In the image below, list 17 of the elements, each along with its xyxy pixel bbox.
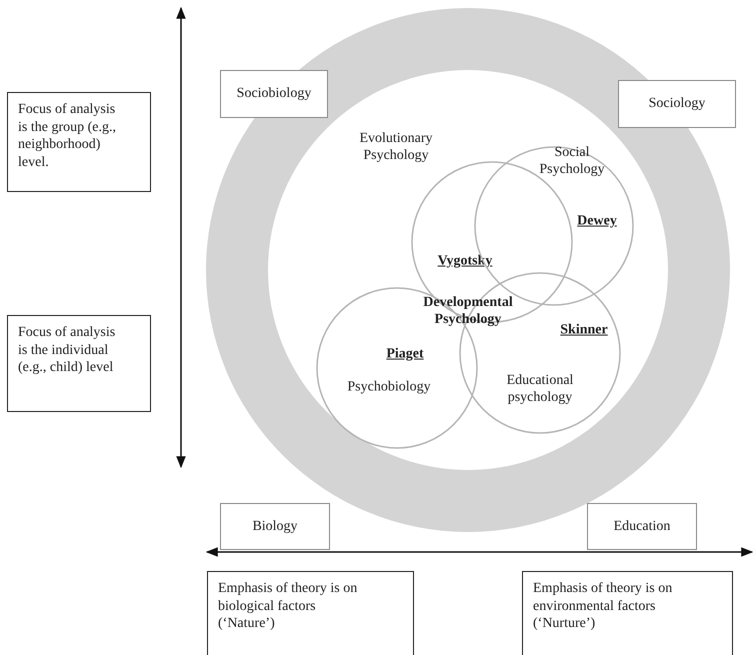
note-box: Emphasis of theory is on biological factors (‘Nature’) <box>207 571 414 655</box>
field-label: Developmental Psychology <box>422 295 514 329</box>
category-box: Education <box>587 503 697 550</box>
field-label: Psychobiology <box>347 380 431 396</box>
category-box: Sociobiology <box>220 70 328 118</box>
note-box: Focus of analysis is the group (e.g., neighborhood) level. <box>7 92 151 192</box>
theorist-name: Dewey <box>577 214 617 230</box>
field-label: Educational psychology <box>506 373 574 407</box>
category-box: Biology <box>220 503 330 550</box>
note-box: Focus of analysis is the individual (e.g., child) level <box>7 315 151 412</box>
field-label: Evolutionary Psychology <box>358 131 434 165</box>
category-box: Sociology <box>618 80 736 128</box>
theorist-name: Piaget <box>386 346 424 364</box>
theorist-name: Skinner <box>560 322 608 340</box>
theorist-name: Vygotsky <box>438 254 492 270</box>
note-box: Emphasis of theory is on environmental factors (‘Nurture’) <box>522 571 733 655</box>
field-label: Social Psychology <box>538 145 606 179</box>
